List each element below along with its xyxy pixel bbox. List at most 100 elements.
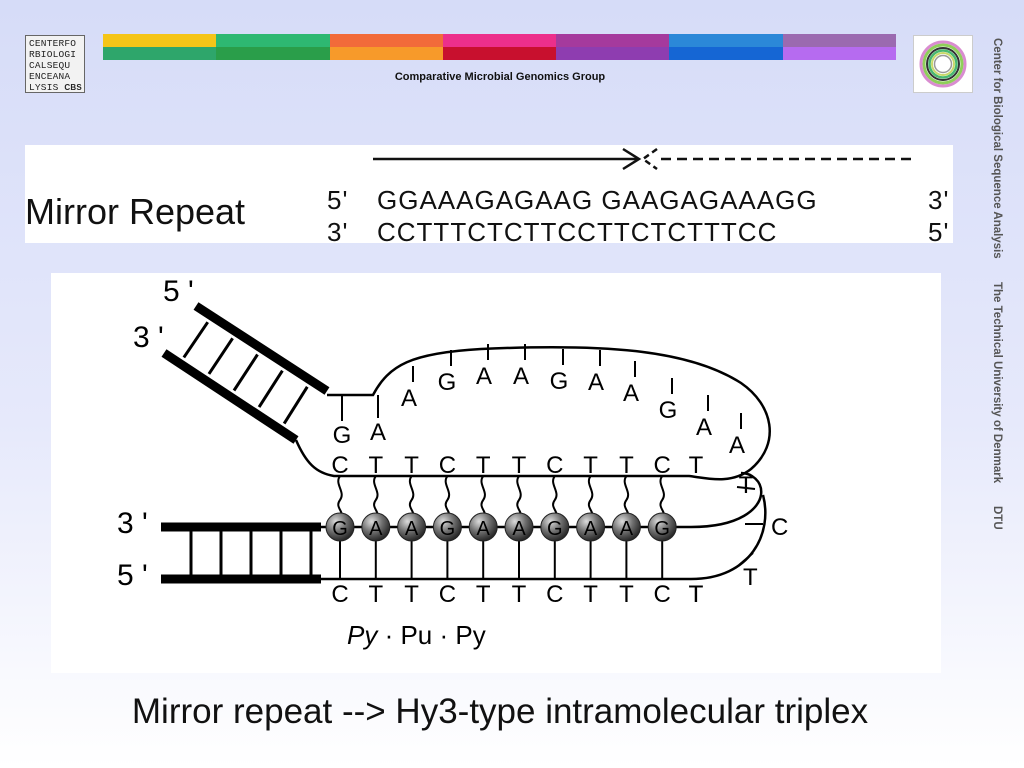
- logo-line: CENTERFO: [29, 38, 77, 49]
- color-stripe: [103, 47, 217, 60]
- purine-sphere: [468, 512, 498, 542]
- third-strand-letter: T: [476, 452, 491, 479]
- lower-5-prime-label: 5 ': [117, 559, 148, 592]
- color-stripe: [669, 34, 783, 47]
- notation-dot: ·: [377, 620, 400, 650]
- logo-line: CALSEQU: [29, 60, 71, 71]
- bottom-base-ticks: [339, 539, 664, 579]
- top-strand-3-end: 3': [928, 185, 950, 215]
- genome-ring-logo: [913, 35, 973, 93]
- bottom-strand-letter: T: [512, 581, 527, 608]
- upper-stem-rungs: [182, 321, 309, 425]
- third-strand-loop-backbone: [294, 345, 771, 481]
- third-strand-letter: T: [739, 472, 754, 499]
- color-stripe: [556, 47, 670, 60]
- logo-line: LYSIS CBS: [29, 82, 82, 93]
- hoogsteen-link: [659, 475, 665, 519]
- mirror-repeat-label: Mirror Repeat: [25, 191, 246, 232]
- color-stripe: [782, 47, 896, 60]
- triplex-notation: Py · Pu · Py: [347, 620, 486, 650]
- logo-tag: CBS: [64, 83, 82, 92]
- bottom-strand-letter: T: [619, 581, 634, 608]
- bottom-strand-letter: C: [331, 581, 348, 608]
- loop-base-letter: G: [659, 397, 678, 424]
- color-stripe: [103, 34, 217, 47]
- bottom-strand-5-end: 5': [928, 217, 950, 247]
- bottom-strand-backbone: [321, 494, 767, 581]
- base-tick: [738, 552, 754, 566]
- bottom-strand-letter: C: [439, 581, 456, 608]
- bend-letters: CT: [743, 514, 788, 591]
- purine-letter: G: [440, 518, 456, 540]
- stem-rung: [207, 337, 234, 375]
- purine-letter: G: [654, 518, 670, 540]
- color-stripe: [442, 34, 557, 47]
- purine-letter: A: [512, 518, 526, 540]
- upper-5-prime-label: 5 ': [163, 275, 194, 308]
- color-stripe: [329, 47, 443, 60]
- loop-base-ticks: [341, 344, 742, 429]
- upper-stem-strand-b: [161, 349, 299, 444]
- lower-stem-rungs: [189, 531, 313, 575]
- notation-pu: Pu: [400, 620, 432, 650]
- side-university: The Technical University of Denmark: [991, 281, 1003, 484]
- color-stripe: [216, 47, 330, 60]
- hoogsteen-link: [408, 475, 415, 519]
- mirror-repeat-panel: Mirror Repeat 5' GGAAAGAGAAG GAAGAGAAAGG…: [25, 145, 953, 247]
- loop-base-letter: A: [623, 380, 639, 407]
- hoogsteen-link: [337, 475, 343, 519]
- loop-base-letter: G: [438, 369, 457, 396]
- third-strand-letter: C: [546, 452, 563, 479]
- loop-base-letter: A: [370, 419, 386, 446]
- third-strand-letter: T: [368, 452, 383, 479]
- purine-sphere: [504, 512, 534, 542]
- bottom-strand-letter: T: [368, 581, 383, 608]
- upper-stem-strand-a: [193, 302, 330, 395]
- third-strand-letter: T: [512, 452, 527, 479]
- lower-3-prime-label: 3 ': [117, 507, 148, 540]
- group-name: Comparative Microbial Genomics Group: [394, 71, 606, 83]
- bottom-strand-letter: T: [583, 581, 598, 608]
- color-stripe: [442, 47, 557, 60]
- purine-sphere: [540, 512, 570, 542]
- purine-sphere: [361, 512, 391, 542]
- bend-letter: C: [771, 514, 788, 541]
- side-center-name: Center for Biological Sequence Analysis: [991, 38, 1003, 259]
- bend-base-ticks: [736, 486, 763, 566]
- hoogsteen-link: [444, 475, 451, 519]
- stem-rung: [232, 353, 259, 392]
- purine-sphere: [432, 512, 462, 542]
- bottom-strand-letter: C: [654, 581, 671, 608]
- loop-base-letter: A: [513, 363, 529, 390]
- loop-base-letter: A: [476, 363, 492, 390]
- hoogsteen-link: [623, 475, 630, 519]
- slide-caption: Mirror repeat --> Hy3-type intramolecula…: [131, 692, 869, 731]
- purine-sphere: [325, 512, 355, 542]
- top-strand-5-end: 5': [327, 185, 349, 215]
- purine-strand-backbone: [321, 471, 763, 529]
- loop-base-letter: A: [588, 369, 604, 396]
- bottom-strand-letter: T: [476, 581, 491, 608]
- loop-base-letter: A: [696, 414, 712, 441]
- third-strand-letter: T: [689, 452, 704, 479]
- stem-rung: [282, 386, 309, 425]
- bottom-strand-letter: T: [404, 581, 419, 608]
- bottom-strand-sequence: CCTTTCTCTTCCTTCTCTTTCC: [377, 217, 778, 247]
- third-strand-letter: C: [331, 452, 348, 479]
- purine-letter: G: [547, 518, 563, 540]
- loop-base-letter: G: [550, 368, 569, 395]
- cbs-logo: CENTERFO RBIOLOGI CALSEQU ENCEANA LYSIS …: [25, 35, 85, 93]
- stem-rung: [182, 321, 209, 359]
- third-strand-letter: T: [619, 452, 634, 479]
- purine-letter: A: [620, 518, 634, 540]
- hoogsteen-link: [516, 475, 522, 519]
- bottom-strand-letter: T: [689, 581, 704, 608]
- third-strand-letter: T: [583, 452, 598, 479]
- top-strand-sequence: GGAAAGAGAAG GAAGAGAAAGG: [377, 185, 818, 215]
- purine-sphere: [611, 512, 641, 542]
- side-text: Center for Biological Sequence Analysis …: [987, 38, 1003, 648]
- stem-rung: [257, 369, 284, 408]
- bottom-strand-letter: C: [546, 581, 563, 608]
